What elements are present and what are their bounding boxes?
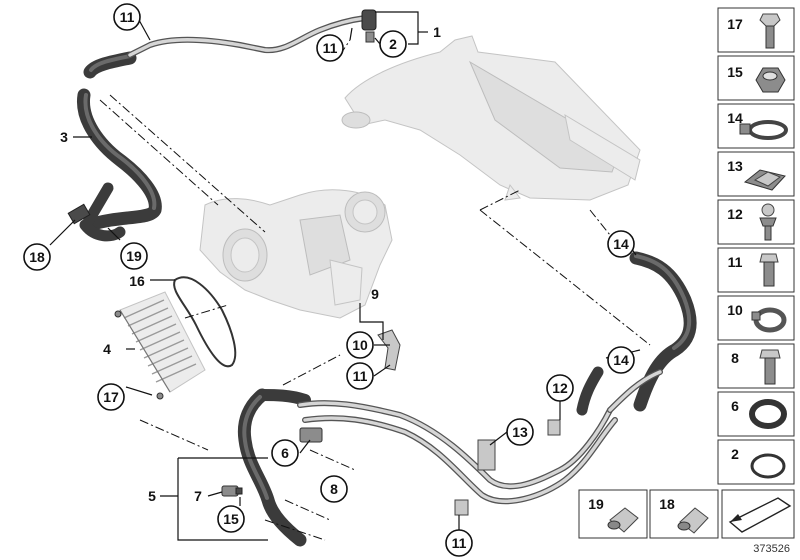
legend-item-2: 2 — [717, 439, 795, 485]
callout-11-top: 11 — [113, 3, 141, 31]
callout-label: 11 — [120, 9, 135, 25]
callout-label: 19 — [126, 248, 142, 264]
legend-label: 8 — [731, 350, 739, 366]
callout-label: 14 — [613, 236, 629, 252]
legend-label: 10 — [727, 302, 743, 318]
callout-label: 2 — [389, 36, 397, 52]
legend-item-10: 10 — [717, 295, 795, 341]
legend-label: 15 — [727, 64, 743, 80]
callout-label: 12 — [552, 380, 568, 396]
hex-bolt-icon — [759, 253, 779, 287]
hose-3 — [77, 51, 162, 232]
ball-stud-icon — [759, 203, 777, 241]
callout-label: 13 — [512, 424, 528, 440]
legend-label: 2 — [731, 446, 739, 462]
callout-14-lower: 14 — [607, 346, 635, 374]
callout-15: 15 — [217, 505, 245, 533]
turbocharger-ghost — [199, 189, 393, 319]
bolt-icon — [759, 349, 781, 385]
legend-label: 13 — [727, 158, 743, 174]
legend-label: 19 — [588, 496, 604, 512]
corner-arrow — [721, 489, 795, 539]
legend-item-8: 8 — [717, 343, 795, 389]
label-16: 16 — [129, 273, 145, 289]
callout-label: 11 — [353, 368, 368, 384]
callout-label: 18 — [29, 249, 45, 265]
hose-18-19 — [67, 182, 126, 242]
legend-item-6: 6 — [717, 391, 795, 437]
callout-label: 14 — [613, 352, 629, 368]
callout-6: 6 — [271, 439, 299, 467]
legend-label: 18 — [659, 496, 675, 512]
callout-10: 10 — [346, 331, 374, 359]
pipe-1 — [127, 9, 377, 58]
label-4: 4 — [103, 341, 111, 357]
leader-lines — [49, 11, 641, 541]
bracket-9 — [377, 329, 401, 371]
legend-label: 11 — [728, 254, 743, 270]
legend-label: 12 — [727, 206, 743, 222]
callout-label: 6 — [281, 445, 289, 461]
seal-16 — [173, 276, 237, 368]
hose-14 — [629, 251, 697, 412]
callout-label: 11 — [452, 535, 467, 551]
reference-number: 373526 — [753, 543, 790, 555]
callout-19: 19 — [120, 242, 148, 270]
hex-nut-icon — [755, 67, 786, 93]
legend-label: 6 — [731, 398, 739, 414]
assembly-lines — [99, 39, 651, 541]
arrow-sheet-icon — [728, 497, 792, 533]
legend-label: 17 — [727, 16, 743, 32]
callout-2: 2 — [379, 30, 407, 58]
label-3: 3 — [60, 129, 68, 145]
label-5: 5 — [148, 488, 156, 504]
legend-item-15: 15 — [717, 55, 795, 101]
pipe-assembly — [297, 369, 663, 516]
legend-item-17: 17 — [717, 7, 795, 53]
legend-item-18: 18 — [649, 489, 719, 539]
label-9: 9 — [371, 286, 379, 302]
legend-item-12: 12 — [717, 199, 795, 245]
callout-11-bracket: 11 — [346, 362, 374, 390]
hose-12 — [576, 366, 604, 416]
hose-clamp-icon — [739, 120, 788, 140]
callout-11-bottom: 11 — [445, 529, 473, 557]
hose-coupling-icon — [677, 507, 709, 534]
hardware-legend: 17 15 14 13 — [717, 7, 795, 485]
o-ring-icon — [750, 453, 786, 479]
callout-label: 8 — [330, 481, 338, 497]
callout-11-pipe: 11 — [316, 34, 344, 62]
label-1: 1 — [433, 24, 441, 40]
legend-item-11: 11 — [717, 247, 795, 293]
fitting-6 — [299, 427, 323, 443]
callout-17: 17 — [97, 383, 125, 411]
flange-bolt-icon — [759, 13, 781, 49]
cooler-4 — [114, 291, 206, 400]
legend-item-19: 19 — [578, 489, 648, 539]
callout-label: 11 — [323, 40, 338, 56]
callout-13: 13 — [506, 418, 534, 446]
intercooler-ghost — [341, 35, 641, 201]
legend-label: 14 — [727, 110, 743, 126]
legend-item-13: 13 — [717, 151, 795, 197]
hose-lower — [237, 388, 311, 547]
callout-label: 17 — [103, 389, 119, 405]
legend-item-14: 14 — [717, 103, 795, 149]
spring-clamp-icon — [751, 307, 787, 333]
callout-18: 18 — [23, 243, 51, 271]
hose-coupling-icon — [607, 507, 639, 533]
callout-label: 15 — [223, 511, 239, 527]
callout-12: 12 — [546, 374, 574, 402]
clip-nut-icon — [743, 169, 786, 191]
bottom-legend: 19 18 — [578, 489, 795, 539]
fitting-7 — [221, 485, 243, 497]
callout-label: 10 — [352, 337, 368, 353]
callout-8: 8 — [320, 475, 348, 503]
callout-14-upper: 14 — [607, 230, 635, 258]
label-7: 7 — [194, 488, 202, 504]
seal-ring-icon — [749, 399, 787, 429]
